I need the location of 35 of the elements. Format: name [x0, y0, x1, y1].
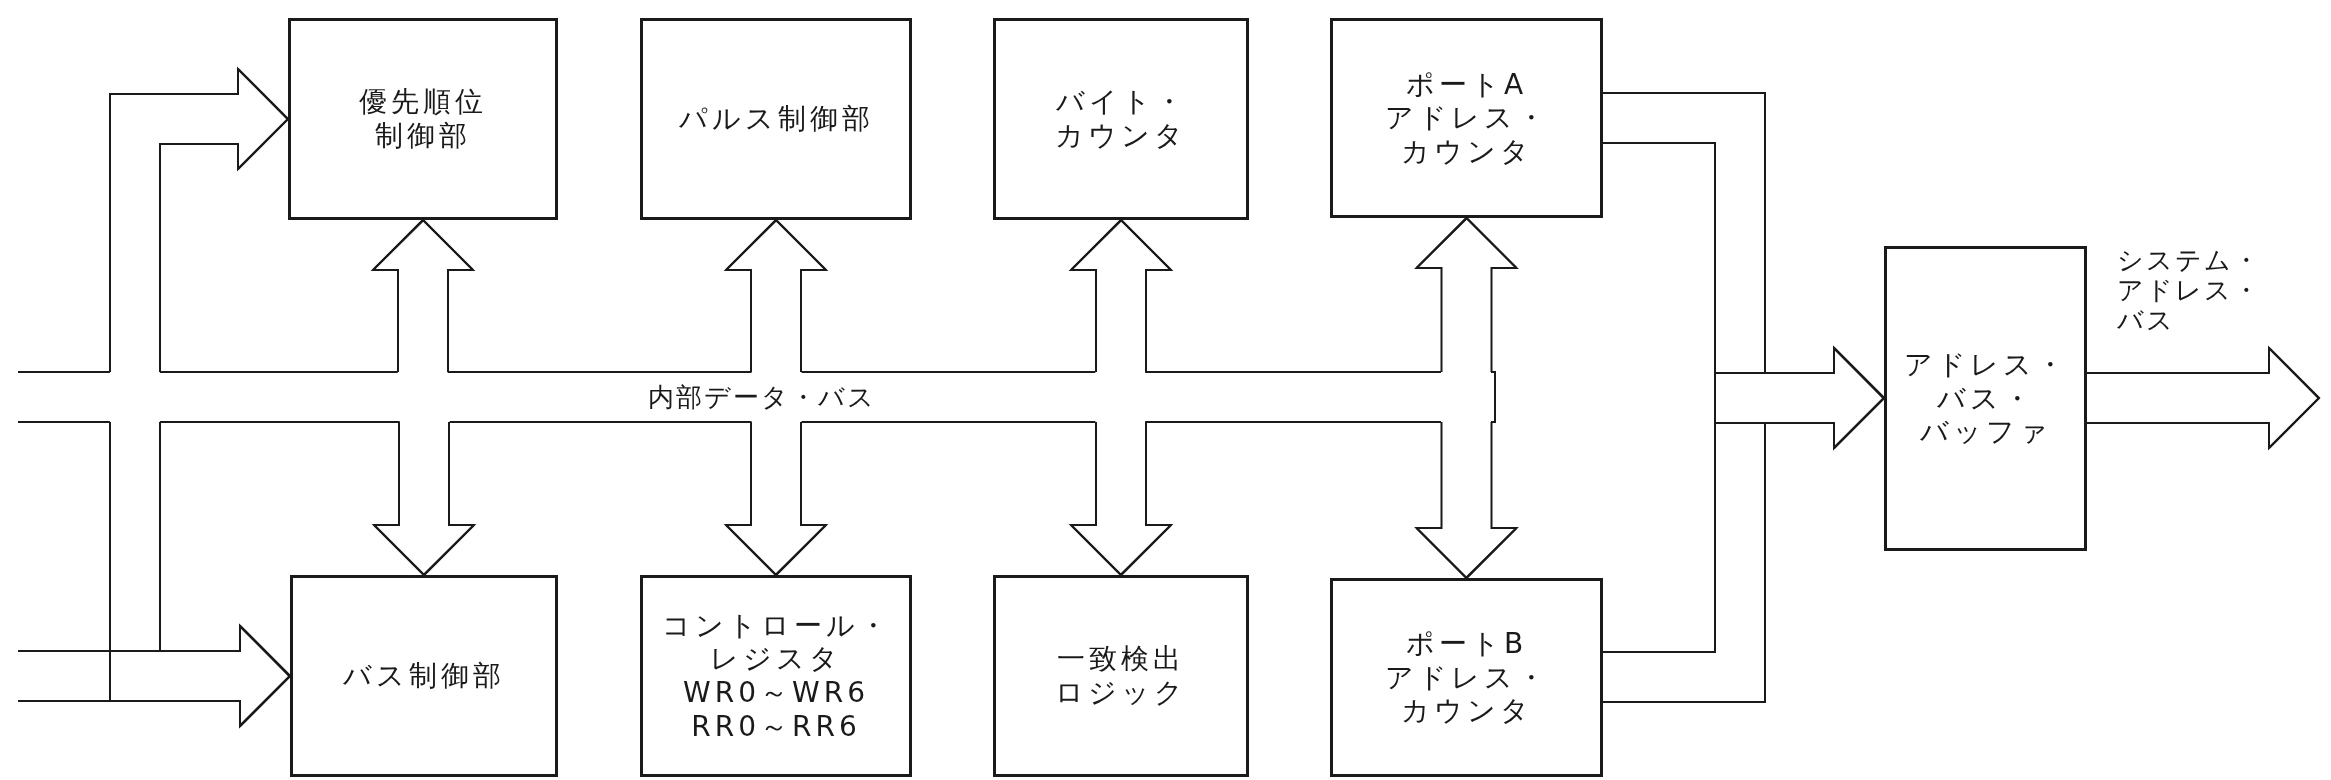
block-box [640, 18, 912, 220]
block-box [288, 18, 558, 220]
block-label: アドレス・カウンタ [1383, 660, 1550, 728]
bus-arrow [1414, 217, 1519, 373]
bus-arrow [723, 219, 829, 373]
bus-label: 内部データ・バス [648, 380, 876, 414]
bus-arrow [109, 66, 289, 373]
block-box [290, 575, 558, 777]
bus-arrow [1068, 219, 1174, 373]
block-label: 一致検出ロジック [1055, 642, 1187, 710]
bus-arrow [1068, 421, 1174, 576]
block-label: バイト・カウンタ [1054, 85, 1188, 153]
block-label: 優先順位制御部 [358, 85, 488, 153]
block-box [1884, 246, 2087, 551]
bus-arrow [371, 421, 477, 576]
block-label: パルス制御部 [678, 102, 874, 136]
edge-label: システム・アドレス・バス [2117, 246, 2262, 336]
block-label: アドレス・カウンタ [1383, 101, 1550, 169]
bus-arrow [370, 219, 476, 373]
bus-arrow [1414, 421, 1519, 579]
block-box [993, 575, 1249, 777]
bus-arrow [1602, 345, 1885, 703]
block-box [640, 575, 912, 777]
block-label: ポートA [1405, 67, 1528, 102]
bus-arrow [2086, 345, 2320, 451]
block-label: バス制御部 [343, 659, 505, 693]
block-box [1330, 578, 1603, 777]
block-label: ポートB [1405, 627, 1528, 661]
bus-arrow [723, 421, 829, 576]
block-label: コントロール・レジスタ [660, 608, 892, 676]
block-label: アドレス・バス・バッファ [1902, 348, 2069, 449]
block-box [993, 18, 1249, 220]
block-label: WR0～WR6 RR0～RR6 [682, 676, 870, 744]
block-box [1330, 18, 1603, 218]
bus-arrow [109, 421, 291, 729]
